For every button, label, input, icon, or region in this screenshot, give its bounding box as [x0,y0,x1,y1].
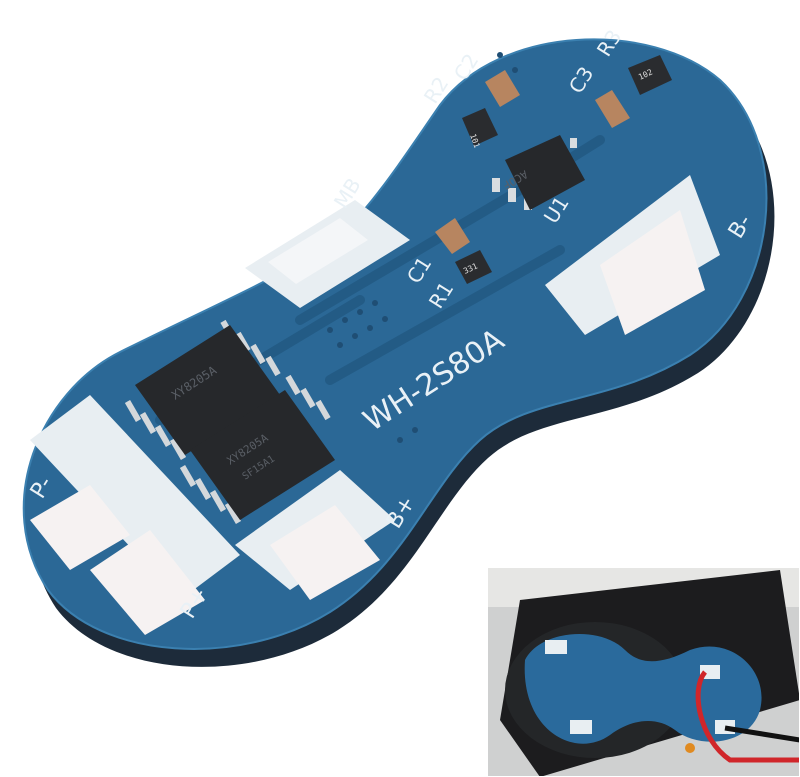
ic-u1: ACOF [492,135,585,210]
capacitor-c3 [595,90,630,128]
mosfet-1: XY8205A [124,319,281,461]
mosfet-2: XY8205A SF15A1 [179,374,335,525]
capacitor-c2 [485,70,520,107]
inset-photo-battery-holder [486,566,800,777]
p-plus-pad [90,530,205,635]
b-plus-pad [235,470,395,600]
black-wire [724,725,800,743]
resistor-r3: 102 [628,55,672,95]
mb-pad [245,200,410,308]
resistor-r1: 331 [455,250,492,284]
vias [327,52,518,443]
p-minus-pad [30,395,240,600]
b-minus-pad [545,175,720,335]
capacitor-c1 [435,218,470,254]
resistor-r2: 101 [462,108,498,149]
red-wire [695,670,800,763]
